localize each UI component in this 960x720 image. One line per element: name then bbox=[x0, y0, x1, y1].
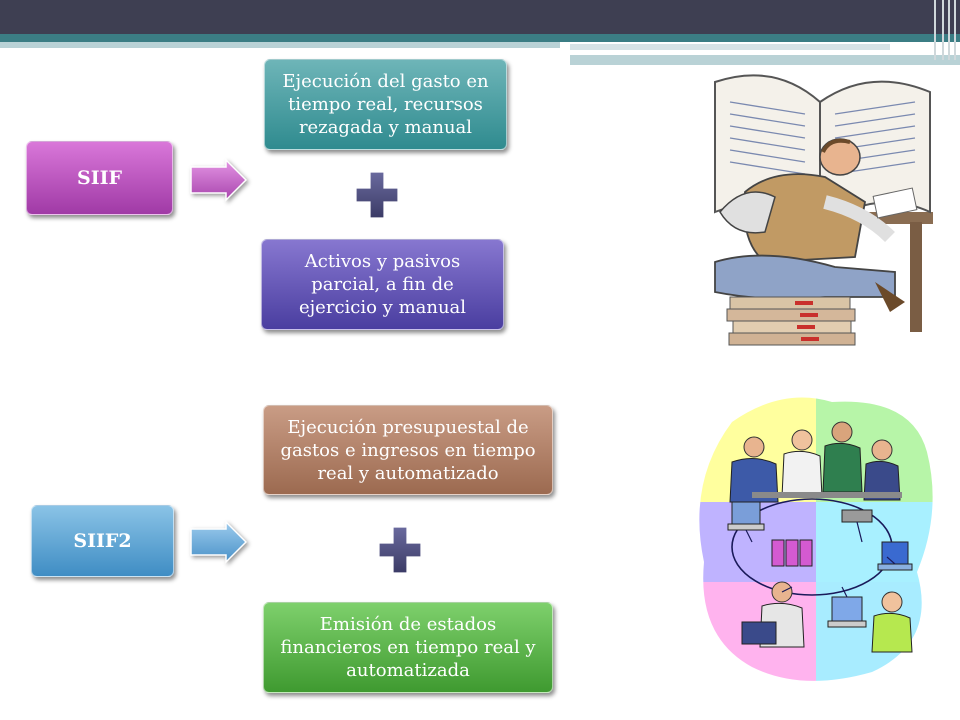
header-line bbox=[570, 44, 890, 50]
header-stripes bbox=[930, 0, 960, 60]
siif-label: SIIF bbox=[77, 166, 122, 189]
header-bar bbox=[0, 0, 960, 34]
header-line bbox=[570, 52, 770, 55]
siif-label-box: SIIF bbox=[26, 141, 173, 215]
siif-item-assets: Activos y pasivos parcial, a fin de ejer… bbox=[298, 251, 467, 318]
siif2-item-statements: Emisión de estados financieros en tiempo… bbox=[280, 614, 536, 681]
header-line bbox=[570, 55, 960, 65]
plus-icon bbox=[378, 526, 422, 574]
siif-arrow-icon bbox=[190, 158, 248, 202]
siif2-item-statements-box: Emisión de estados financieros en tiempo… bbox=[263, 602, 553, 693]
bookkeeper-clipart bbox=[714, 74, 933, 346]
siif2-item-budget-box: Ejecución presupuestal de gastos e ingre… bbox=[263, 405, 553, 495]
siif2-label: SIIF2 bbox=[73, 529, 132, 552]
header-pale-band bbox=[0, 42, 560, 48]
networked-office-clipart bbox=[699, 397, 933, 681]
siif2-arrow-icon bbox=[190, 520, 248, 564]
siif-item-execution-box: Ejecución del gasto en tiempo real, recu… bbox=[264, 59, 507, 150]
siif-item-assets-box: Activos y pasivos parcial, a fin de ejer… bbox=[261, 239, 504, 330]
header-accent-band bbox=[0, 34, 960, 42]
siif2-item-budget: Ejecución presupuestal de gastos e ingre… bbox=[280, 416, 536, 484]
plus-icon bbox=[355, 171, 399, 219]
siif-item-execution: Ejecución del gasto en tiempo real, recu… bbox=[282, 71, 489, 138]
siif2-label-box: SIIF2 bbox=[31, 505, 174, 577]
